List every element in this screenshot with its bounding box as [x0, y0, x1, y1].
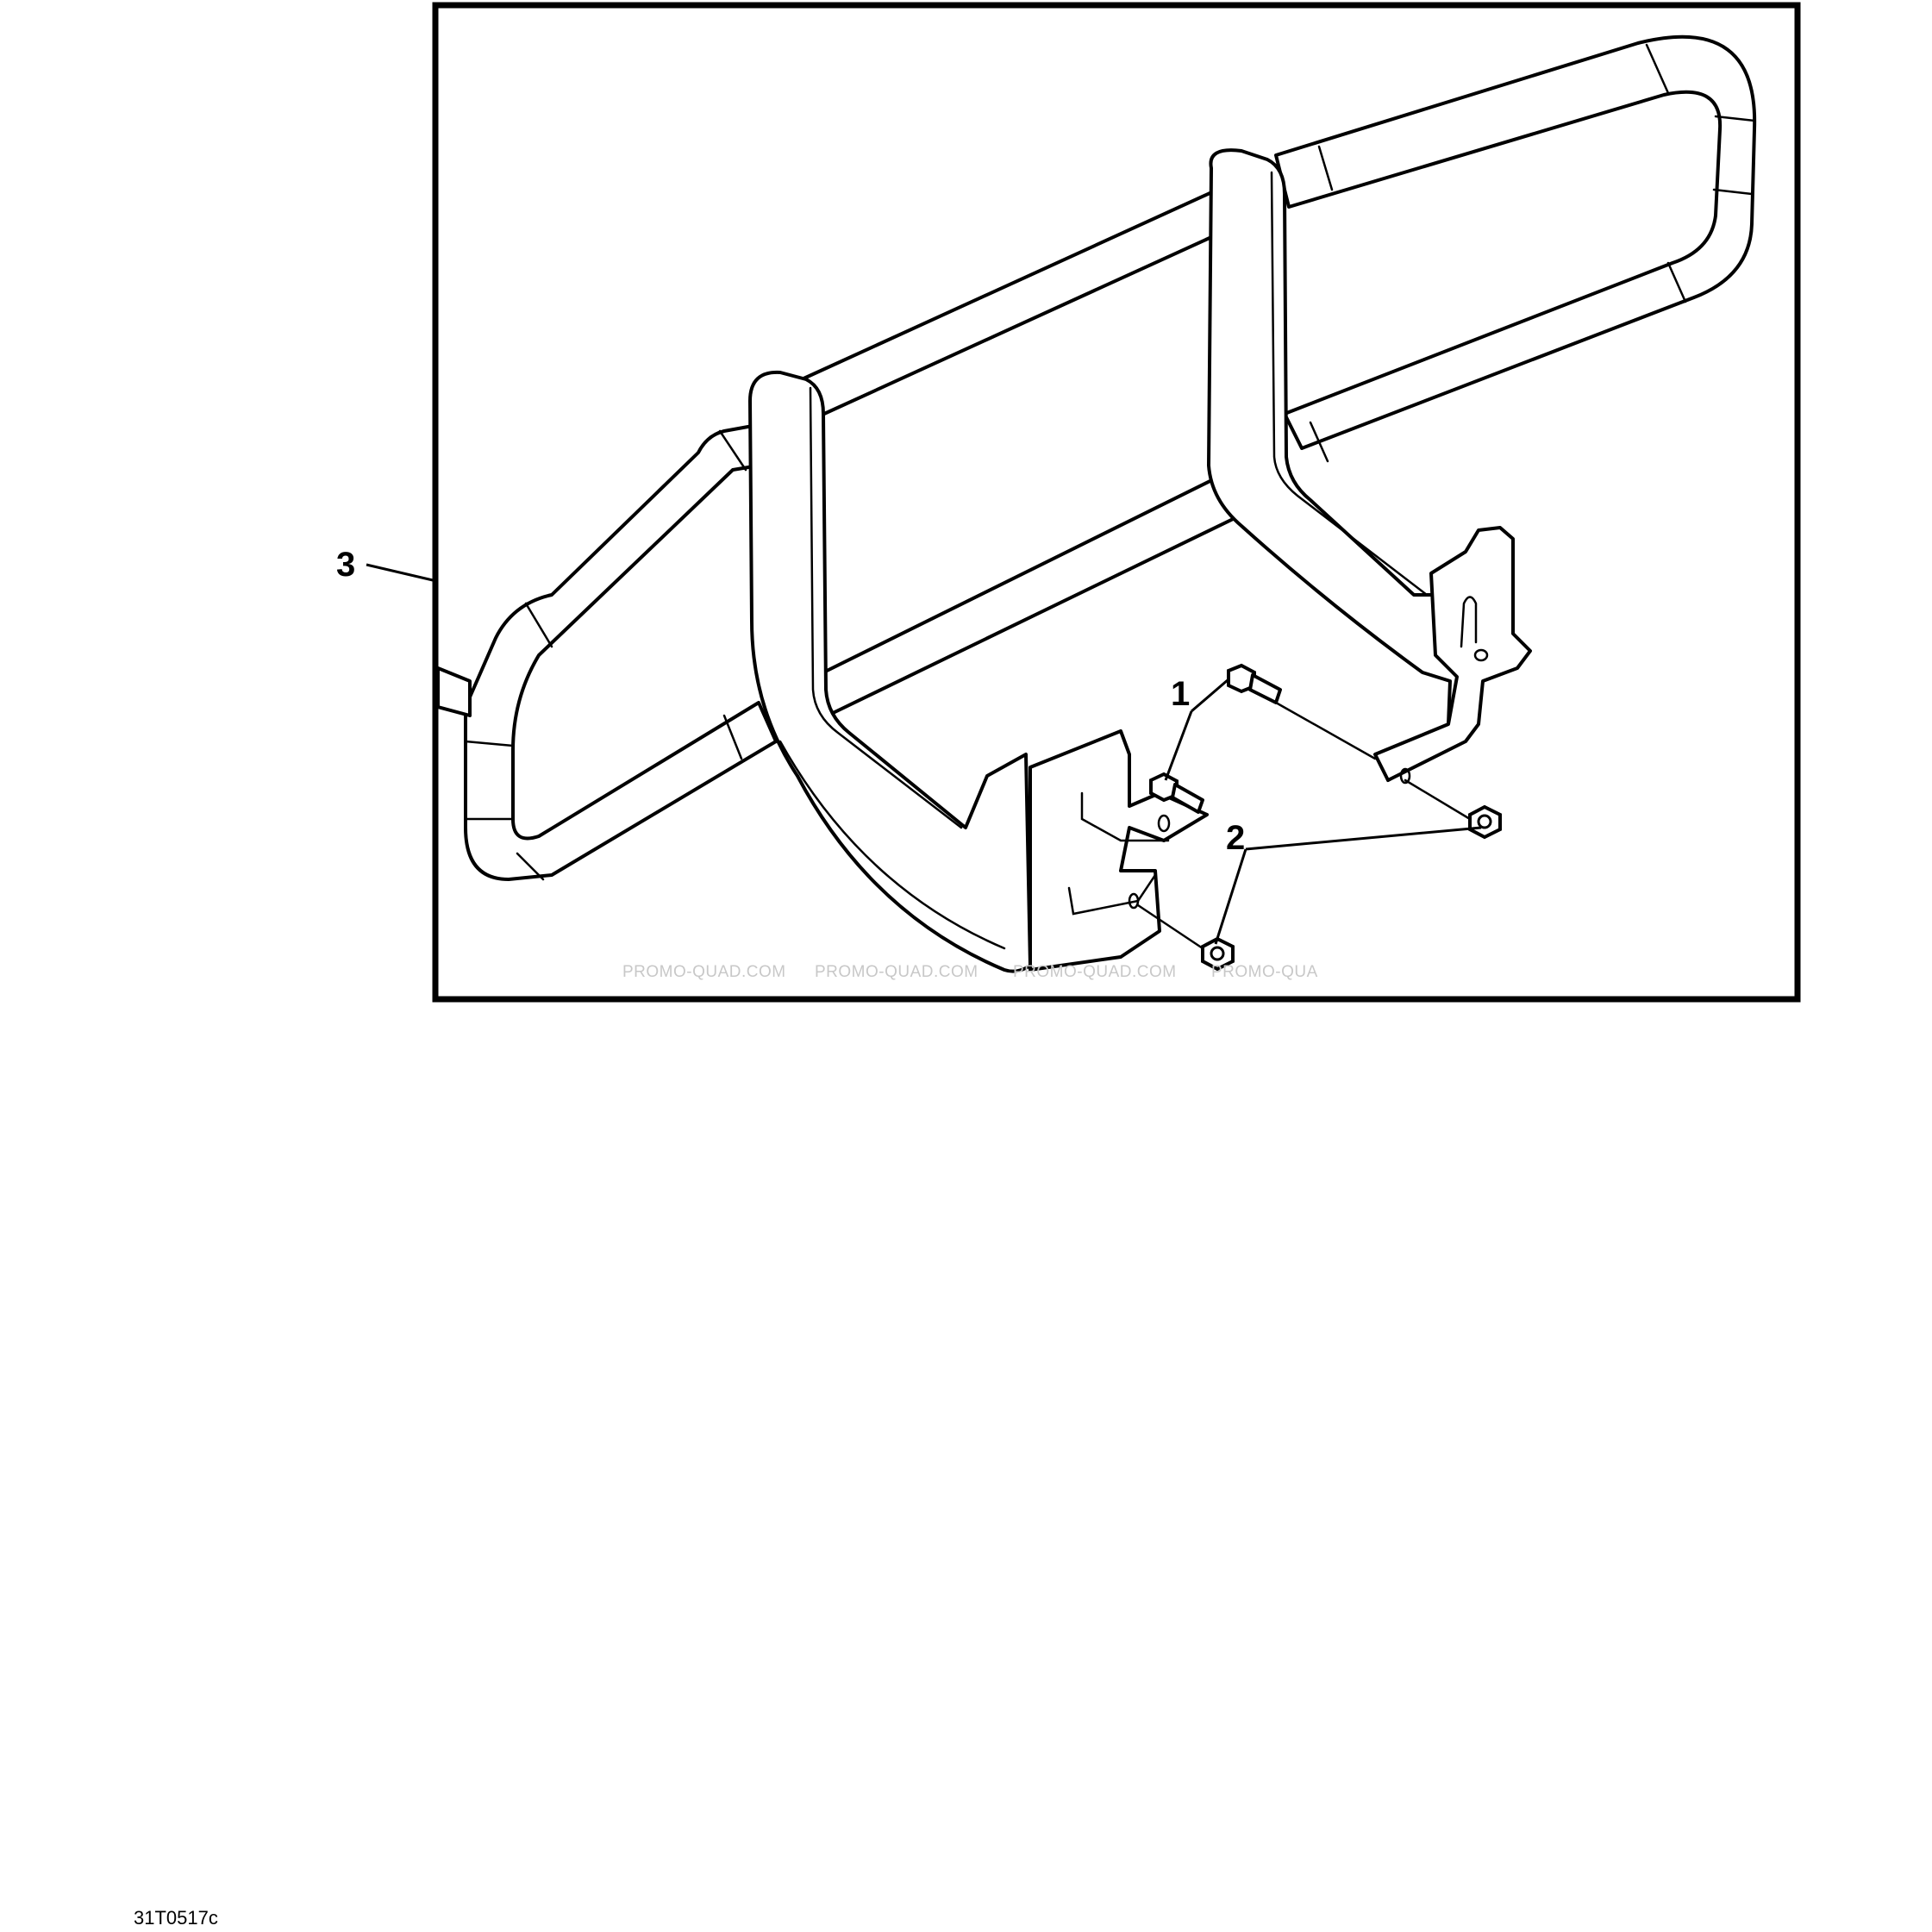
- plate-inner-edge: [1270, 171, 1429, 597]
- bumper-left-plate: [748, 370, 1032, 973]
- callout-number-2: 2: [1226, 819, 1245, 857]
- tube-seam: [1317, 145, 1334, 191]
- callout-2-leader: [1214, 826, 1482, 945]
- tube-seam: [1666, 261, 1687, 303]
- bracket-bolt-hole: [1399, 767, 1411, 785]
- watermark: PROMO-QUAD.COM: [815, 963, 979, 981]
- bracket-slot: [1080, 791, 1170, 842]
- plate-inner-edge: [809, 386, 963, 829]
- bolt-upper: [1227, 663, 1282, 704]
- tube-seam: [722, 714, 743, 760]
- tube-seam: [718, 429, 747, 472]
- left-mounting-bracket: [1029, 729, 1209, 972]
- front-bumper: [436, 34, 1757, 973]
- watermark: PROMO-QUAD.COM: [1013, 963, 1177, 981]
- nut-right: [1468, 804, 1502, 840]
- figure-code: 31T0517c: [134, 1907, 218, 1929]
- nut-axis-line: [1404, 778, 1472, 821]
- bolt-lower: [1149, 772, 1204, 814]
- watermark: PROMO-QUA: [1211, 963, 1318, 981]
- tube-seam: [516, 852, 545, 881]
- bumper-top-crossbar: [800, 175, 1260, 420]
- callout-number-3: 3: [336, 546, 355, 584]
- bumper-left-loop: [464, 421, 786, 881]
- tube-seam: [1714, 115, 1756, 122]
- tube-seam: [1309, 421, 1329, 463]
- bumper-tube-stub: [436, 666, 472, 717]
- bracket-bolt-hole: [1157, 814, 1171, 833]
- bracket-bolt-hole: [1128, 892, 1140, 910]
- bolt-axis-line: [1274, 701, 1377, 760]
- diagram-frame: [432, 2, 1801, 1003]
- plate-front-curve: [778, 740, 1006, 950]
- tube-seam: [1645, 43, 1670, 95]
- right-mounting-bracket: [1373, 526, 1532, 782]
- tube-seam: [464, 740, 515, 747]
- bracket-lower-flange: [1067, 873, 1157, 916]
- bracket-slot: [1460, 596, 1478, 648]
- watermark: PROMO-QUAD.COM: [622, 963, 786, 981]
- callout-3-leader: [366, 563, 434, 582]
- tube-seam: [1712, 188, 1754, 196]
- callout-1-leader: [1164, 678, 1229, 781]
- nut-axis-line: [1136, 903, 1204, 950]
- bumper-right-loop: [1274, 34, 1757, 450]
- bracket-bolt-hole: [1473, 648, 1489, 662]
- callout-number-1: 1: [1171, 675, 1190, 713]
- tube-seam: [524, 602, 553, 648]
